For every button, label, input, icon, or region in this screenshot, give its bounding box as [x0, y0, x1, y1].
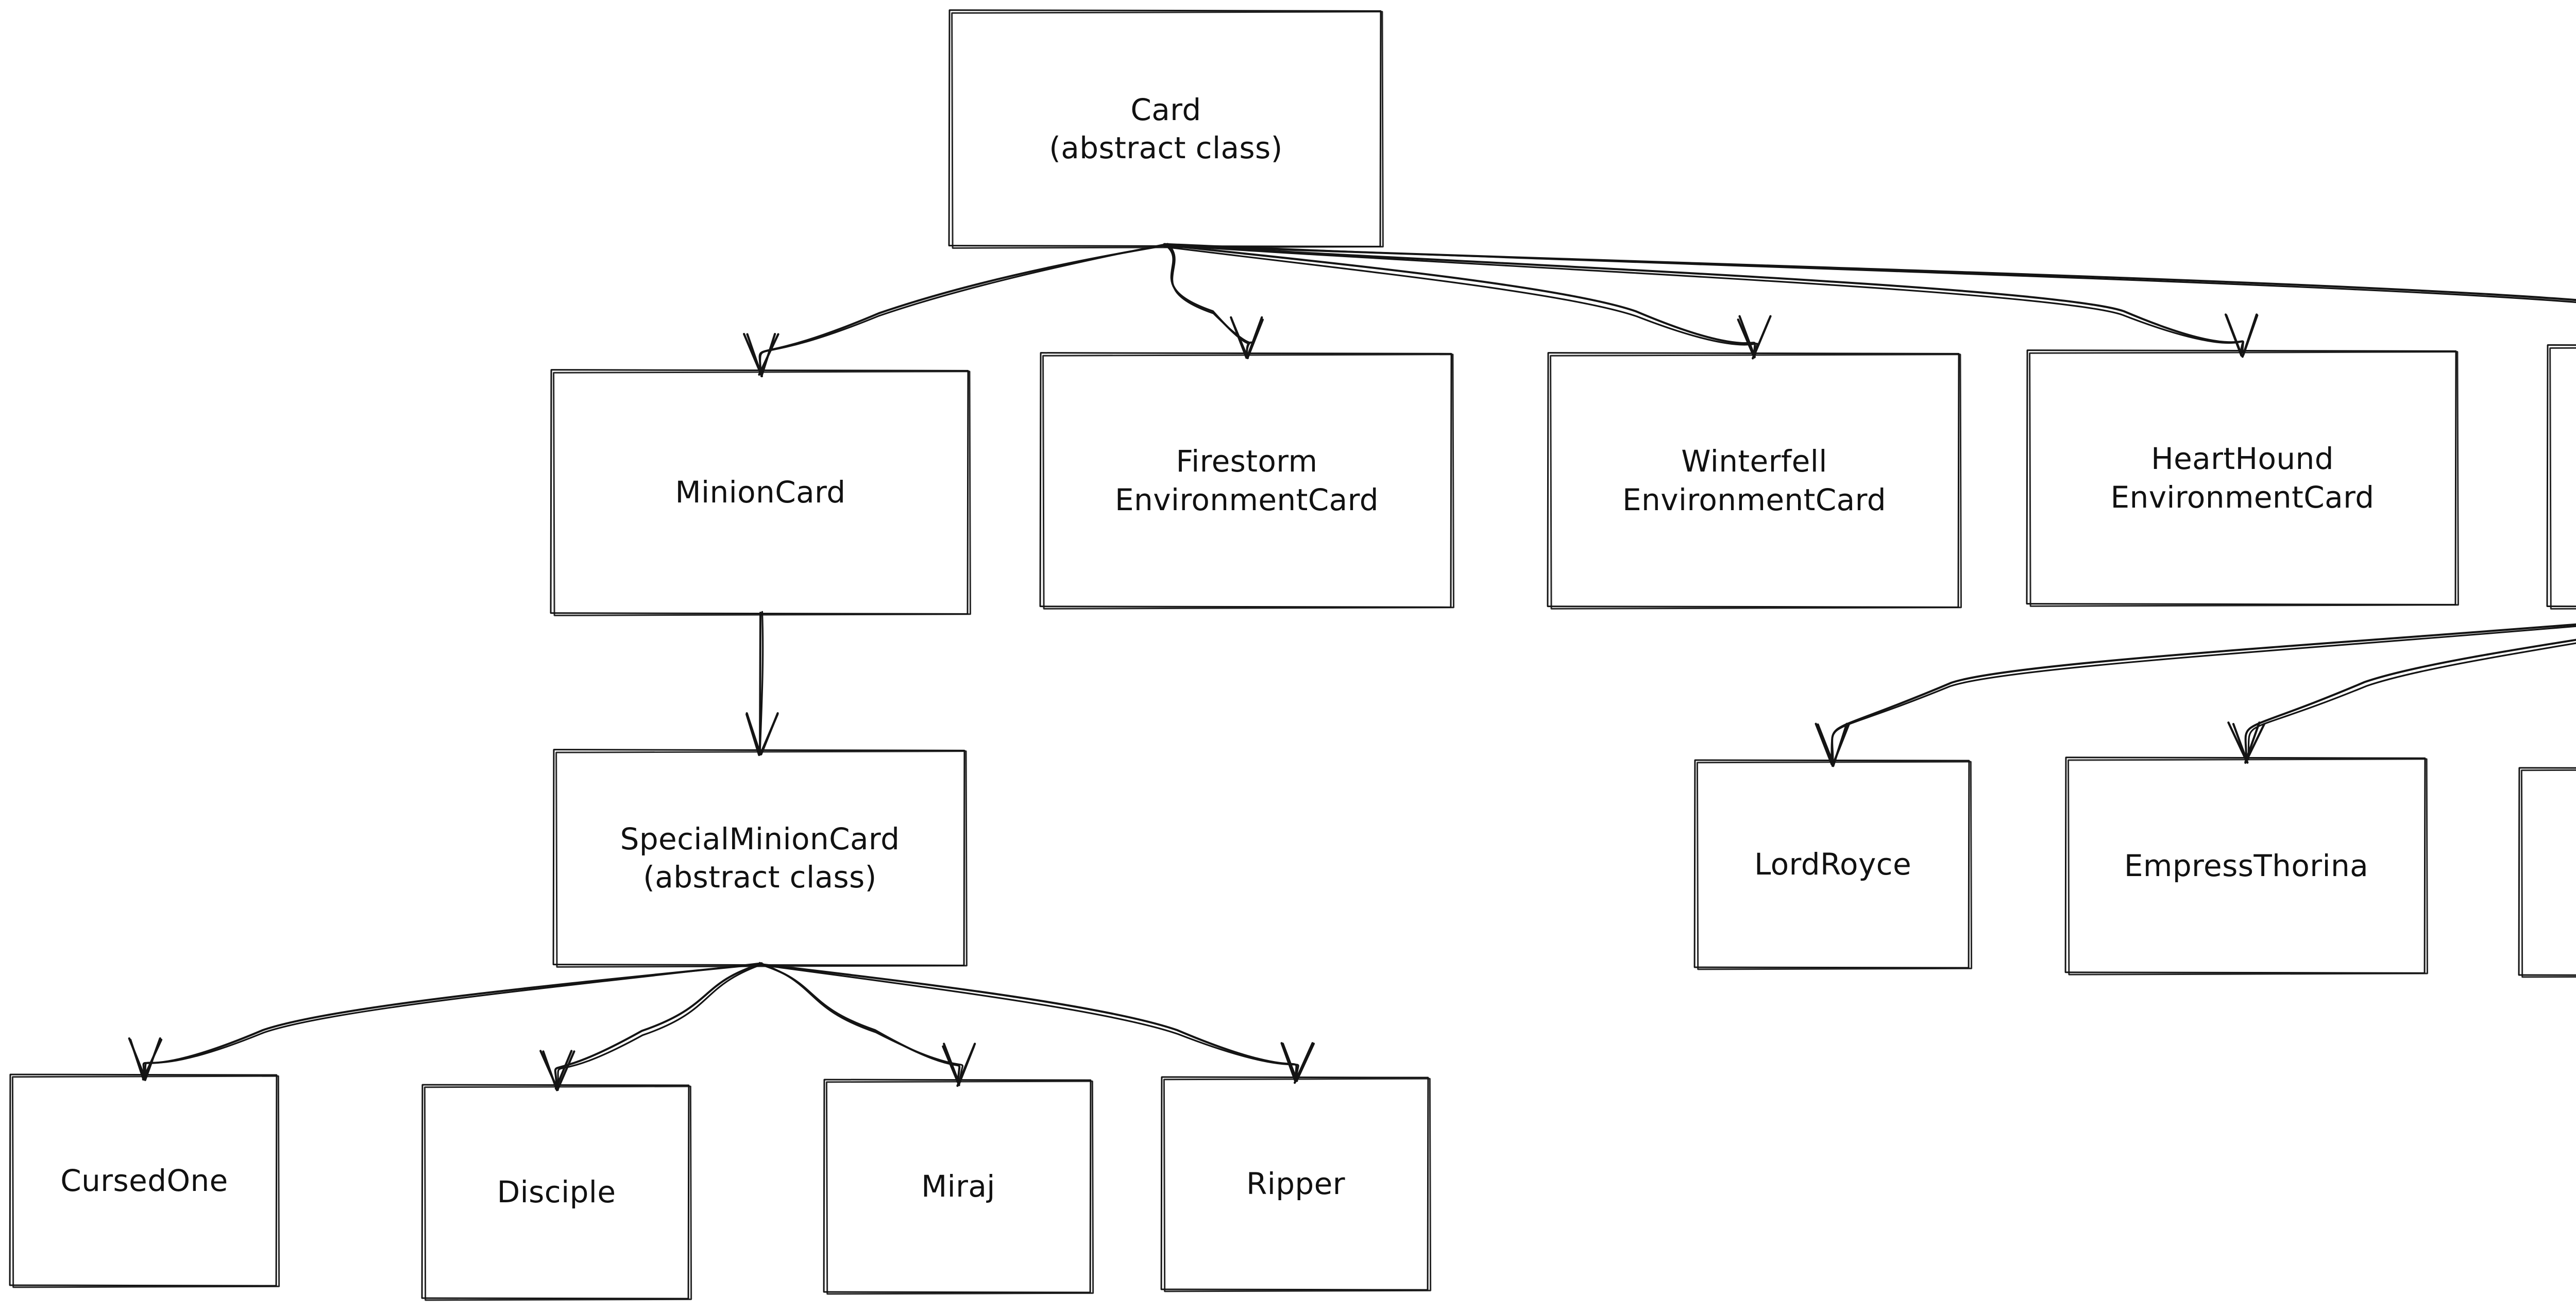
- class-node-miraj[interactable]: Miraj: [824, 1080, 1092, 1293]
- edge-herocard-to-lordroyce-stroke-1: [1832, 606, 2576, 762]
- edge-card-to-winterfell-arrowhead-right: [1754, 320, 1769, 357]
- edge-minioncard-to-specialminion-stroke-2: [760, 612, 762, 752]
- class-node-card[interactable]: Card (abstract class): [950, 10, 1382, 247]
- edge-specialminion-to-disciple-arrowhead-right: [556, 1051, 571, 1088]
- edge-herocard-to-empressthorina-stroke-1: [2246, 606, 2576, 760]
- class-node-label: Winterfell EnvironmentCard: [1617, 442, 1891, 518]
- edge-card-to-minioncard-arrowhead-left: [748, 334, 761, 375]
- class-node-empressthorina[interactable]: EmpressThorina: [2066, 758, 2427, 974]
- class-node-label: LordRoyce: [1749, 845, 1917, 883]
- edge-herocard-to-empressthorina-arrowhead-right: [2245, 722, 2259, 762]
- edge-specialminion-to-ripper-stroke-2: [758, 964, 1299, 1079]
- class-node-label: Firestorm EnvironmentCard: [1110, 442, 1384, 518]
- node-outline-stroke-2: [2549, 346, 2576, 610]
- edge-specialminion-to-disciple-stroke-1: [555, 964, 760, 1087]
- edge-specialminion-to-miraj-arrowhead-left: [944, 1044, 959, 1084]
- class-node-label: Card (abstract class): [1044, 91, 1287, 167]
- edge-herocard-to-empressthorina-stroke-2: [2248, 607, 2576, 760]
- edge-card-to-hearthound-arrowhead-right: [2243, 315, 2257, 355]
- class-node-lordroyce[interactable]: LordRoyce: [1695, 760, 1971, 969]
- edge-card-to-hearthound-stroke-1: [1166, 245, 2243, 352]
- edge-minioncard-to-specialminion-arrowhead-right: [761, 713, 777, 754]
- edge-minioncard-to-specialminion-arrowhead-right: [760, 714, 777, 754]
- edge-herocard-to-lordroyce-stroke-2: [1832, 606, 2576, 762]
- edge-card-to-winterfell-arrowhead-left: [1740, 316, 1755, 357]
- edge-card-to-hearthound-arrowhead-left: [2226, 314, 2241, 355]
- edge-specialminion-to-ripper-stroke-1: [760, 964, 1296, 1079]
- class-node-ripper[interactable]: Ripper: [1162, 1077, 1430, 1291]
- class-node-label: Disciple: [492, 1173, 621, 1211]
- edge-card-to-minioncard-arrowhead-right: [759, 334, 778, 375]
- edge-specialminion-to-disciple-arrowhead-right: [558, 1051, 574, 1089]
- edge-card-to-winterfell-stroke-1: [1166, 245, 1755, 355]
- class-node-firestorm[interactable]: Firestorm EnvironmentCard: [1041, 353, 1453, 608]
- node-outline-stroke-2: [2521, 769, 2576, 978]
- edge-card-to-firestorm-arrowhead-right: [1247, 317, 1262, 357]
- edge-card-to-winterfell-arrowhead-left: [1738, 320, 1754, 357]
- edge-specialminion-to-miraj-arrowhead-right: [959, 1047, 974, 1084]
- class-node-label: SpecialMinionCard (abstract class): [615, 820, 905, 896]
- class-node-minioncard[interactable]: MinionCard: [551, 370, 970, 615]
- edge-card-to-firestorm-stroke-1: [1166, 245, 1250, 355]
- class-node-label: HeartHound EnvironmentCard: [2105, 440, 2379, 516]
- edge-specialminion-to-ripper-arrowhead-left: [1283, 1044, 1297, 1081]
- edge-specialminion-to-miraj-stroke-1: [760, 964, 959, 1082]
- edge-card-to-firestorm-stroke-2: [1168, 244, 1252, 355]
- edge-specialminion-to-cursedone-stroke-2: [145, 963, 762, 1077]
- edge-minioncard-to-specialminion-arrowhead-left: [747, 713, 760, 753]
- edge-herocard-to-lordroyce-arrowhead-left: [1818, 725, 1834, 764]
- class-node-label: EmpressThorina: [2119, 847, 2374, 885]
- class-node-winterfell[interactable]: Winterfell EnvironmentCard: [1548, 353, 1960, 608]
- class-node-specialminion[interactable]: SpecialMinionCard (abstract class): [554, 750, 966, 966]
- class-node-label: Ripper: [1241, 1165, 1350, 1203]
- edge-card-to-herocard-stroke-2: [1164, 244, 2576, 347]
- edge-card-to-herocard-stroke-1: [1166, 245, 2576, 347]
- class-node-label: MinionCard: [670, 473, 851, 511]
- class-node-cursedone[interactable]: CursedOne: [10, 1074, 278, 1287]
- class-node-herocard[interactable]: HeroCard: [2548, 345, 2576, 608]
- edge-specialminion-to-ripper-arrowhead-left: [1282, 1043, 1295, 1081]
- class-node-generalkocioraw[interactable]: General Kocioraw: [2519, 768, 2576, 977]
- edge-card-to-firestorm-arrowhead-left: [1231, 317, 1246, 358]
- edge-card-to-winterfell-stroke-2: [1164, 247, 1757, 355]
- edge-card-to-hearthound-stroke-2: [1168, 245, 2243, 352]
- edge-specialminion-to-cursedone-stroke-1: [144, 964, 760, 1077]
- edge-specialminion-to-miraj-stroke-2: [760, 963, 963, 1082]
- edge-specialminion-to-cursedone-arrowhead-left: [129, 1038, 146, 1079]
- class-node-disciple[interactable]: Disciple: [422, 1085, 690, 1300]
- edge-specialminion-to-ripper-arrowhead-right: [1297, 1044, 1314, 1081]
- class-node-label: CursedOne: [55, 1162, 233, 1200]
- edge-herocard-to-empressthorina-arrowhead-left: [2228, 722, 2247, 762]
- class-node-label: Miraj: [916, 1167, 1001, 1205]
- class-node-hearthound[interactable]: HeartHound EnvironmentCard: [2027, 350, 2458, 606]
- edge-specialminion-to-cursedone-arrowhead-right: [143, 1040, 161, 1080]
- edge-specialminion-to-disciple-stroke-2: [558, 965, 760, 1087]
- edge-herocard-to-lordroyce-arrowhead-left: [1816, 724, 1832, 764]
